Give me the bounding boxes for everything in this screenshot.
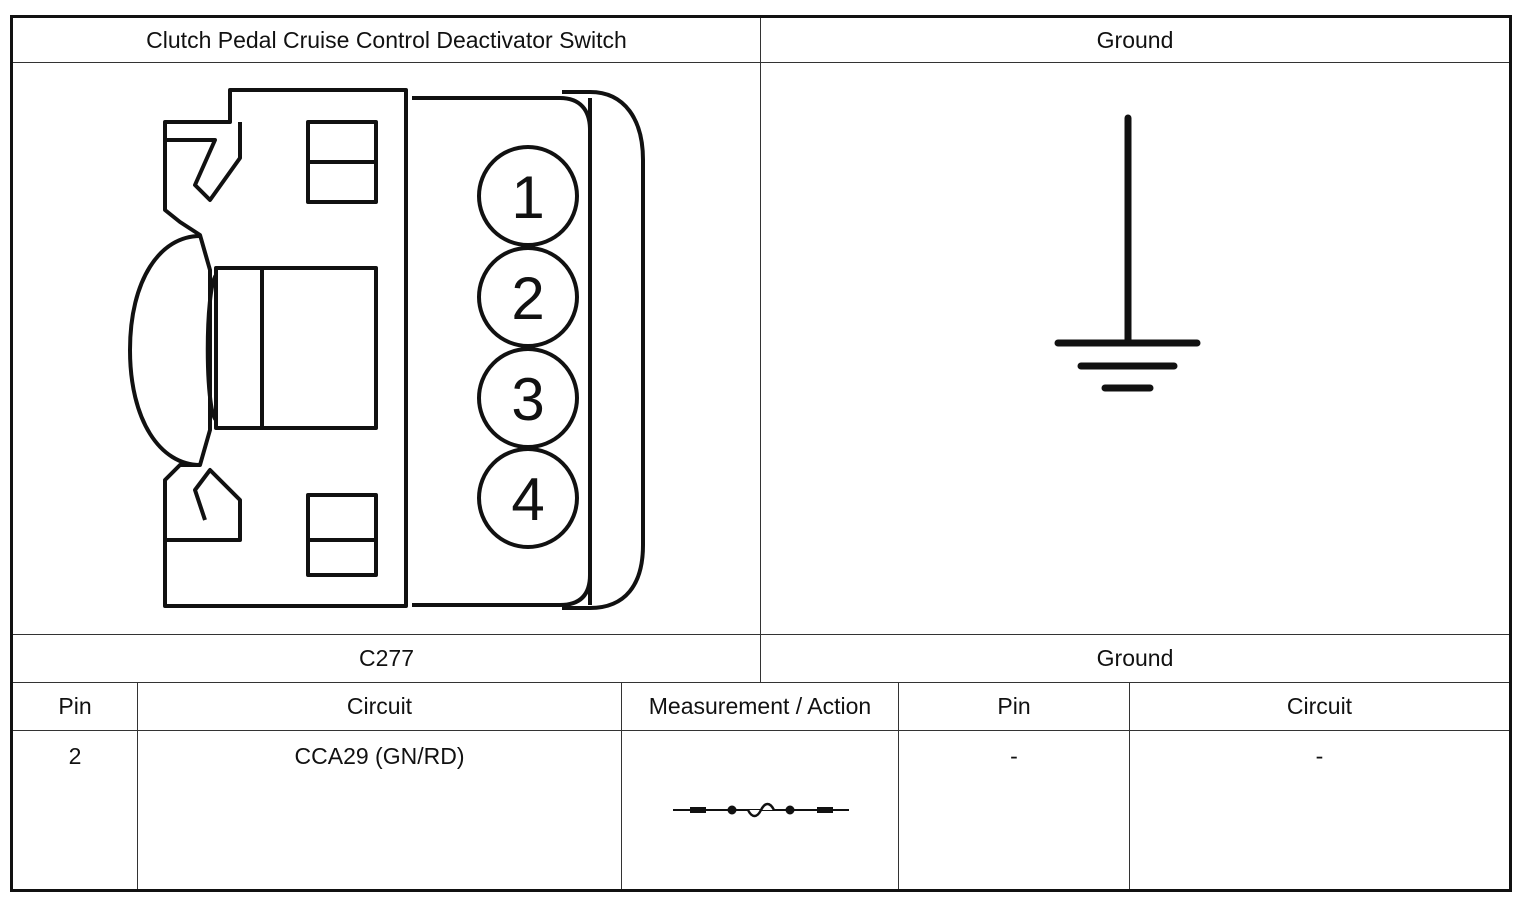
pin-4-circle bbox=[477, 447, 579, 549]
ground-icon bbox=[1054, 114, 1201, 392]
connector-cap bbox=[562, 90, 645, 610]
divider-v4 bbox=[1129, 682, 1130, 889]
row-circuit-b: - bbox=[1315, 743, 1324, 769]
ground-label: Ground bbox=[1096, 645, 1174, 671]
lower-clip bbox=[165, 468, 242, 542]
pin-1-circle bbox=[477, 145, 579, 247]
divider-h1 bbox=[13, 62, 1509, 63]
lower-window bbox=[306, 493, 378, 577]
upper-clip bbox=[165, 122, 242, 202]
divider-v2 bbox=[621, 682, 622, 889]
connector-id: C277 bbox=[359, 645, 414, 671]
col-header-circuit-b: Circuit bbox=[1286, 693, 1353, 719]
row-pin-a: 2 bbox=[68, 743, 82, 769]
pin-3-label: 3 bbox=[511, 366, 544, 433]
pin-1-label: 1 bbox=[511, 164, 544, 231]
col-header-pin-a: Pin bbox=[58, 693, 92, 719]
divider-v3 bbox=[898, 682, 899, 889]
latch-bump bbox=[128, 234, 201, 467]
row-pin-b: - bbox=[1010, 743, 1018, 769]
col-header-circuit-a: Circuit bbox=[346, 693, 413, 719]
col-header-measurement: Measurement / Action bbox=[648, 693, 872, 719]
pinout-table bbox=[10, 15, 1512, 892]
divider-h2 bbox=[13, 634, 1509, 635]
pin-4-label: 4 bbox=[511, 466, 544, 533]
divider-v1 bbox=[137, 682, 138, 889]
center-window bbox=[214, 266, 378, 430]
divider-h4 bbox=[13, 730, 1509, 731]
left-header: Clutch Pedal Cruise Control Deactivator … bbox=[146, 26, 627, 53]
col-header-pin-b: Pin bbox=[997, 693, 1031, 719]
row-circuit-a: CCA29 (GN/RD) bbox=[294, 743, 465, 769]
divider-h3 bbox=[13, 682, 1509, 683]
pin-2-circle bbox=[477, 246, 579, 348]
connector-diagram: 1 2 3 4 bbox=[128, 88, 645, 610]
divider-v-main bbox=[760, 18, 761, 682]
pin-2-label: 2 bbox=[511, 265, 544, 332]
connector-housing bbox=[163, 88, 408, 608]
right-header: Ground bbox=[1096, 26, 1174, 53]
